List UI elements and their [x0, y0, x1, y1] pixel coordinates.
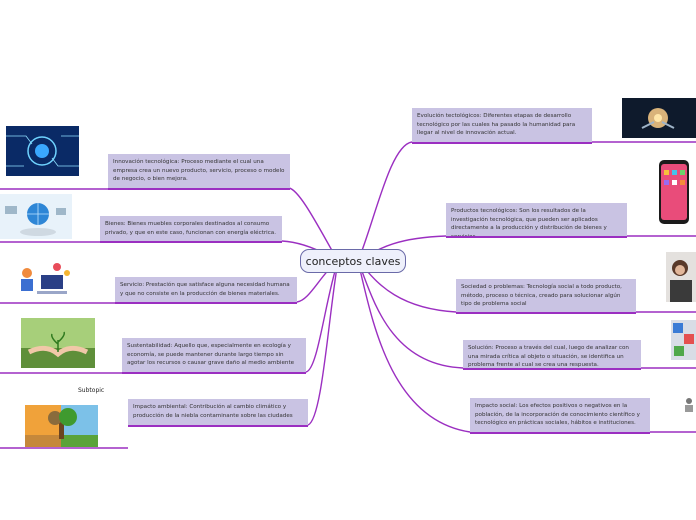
node-evolucion[interactable]: Evolución tectológicos: Diferentes etapa…	[412, 108, 592, 144]
node-bienes-text: Bienes: Bienes muebles corporales destin…	[105, 221, 277, 236]
solution-collage-image	[671, 320, 696, 360]
node-sociedad[interactable]: Sociedad o problemas: Tecnología social …	[456, 279, 636, 314]
node-solucion-text: Solución: Proceso a través del cual, lue…	[468, 345, 629, 369]
social-impact-image	[682, 395, 696, 417]
node-sustentabilidad-text: Sustentabilidad: Aquello que, especialme…	[127, 343, 295, 367]
node-innovacion-text: Innovación tecnológica: Proceso mediante…	[113, 159, 285, 183]
service-desk-image	[7, 259, 77, 301]
node-innovacion[interactable]: Innovación tecnológica: Proceso mediante…	[108, 154, 290, 190]
branch-sustentabilidad	[122, 260, 339, 373]
tech-circuit-image	[6, 126, 79, 176]
branch-productos	[357, 235, 696, 262]
branch-impacto-social	[357, 260, 696, 433]
node-impacto-ambiental[interactable]: Impacto ambiental: Contribución al cambi…	[128, 399, 308, 427]
climate-tree-image	[25, 405, 98, 447]
central-topic[interactable]: conceptos claves	[300, 249, 406, 273]
node-servicio-text: Servicio: Prestación que satisface algun…	[120, 282, 290, 297]
node-servicio[interactable]: Servicio: Prestación que satisface algun…	[115, 277, 297, 304]
branch-solucion	[357, 260, 696, 369]
node-sustentabilidad[interactable]: Sustentabilidad: Aquello que, especialme…	[122, 338, 306, 374]
node-productos[interactable]: Productos tecnológicos: Son los resultad…	[446, 203, 627, 240]
subtopic-label: Subtopic	[78, 387, 105, 394]
central-topic-label: conceptos claves	[305, 254, 401, 268]
stressed-person-image	[666, 252, 696, 302]
node-impacto-social-text: Impacto social: Los efectos positivos o …	[475, 403, 640, 427]
node-impacto-ambiental-text: Impacto ambiental: Contribución al cambi…	[133, 404, 293, 419]
branch-impacto-ambiental	[128, 260, 339, 426]
node-solucion[interactable]: Solución: Proceso a través del cual, lue…	[463, 340, 641, 370]
branch-evolucion	[357, 141, 696, 262]
smartphone-image	[655, 158, 696, 228]
globe-devices-image	[0, 194, 72, 239]
node-sociedad-text: Sociedad o problemas: Tecnología social …	[461, 284, 622, 308]
node-productos-text: Productos tecnológicos: Son los resultad…	[451, 208, 607, 240]
node-impacto-social[interactable]: Impacto social: Los efectos positivos o …	[470, 398, 650, 434]
node-evolucion-text: Evolución tectológicos: Diferentes etapa…	[417, 113, 576, 137]
robot-hand-image	[622, 98, 696, 138]
node-bienes[interactable]: Bienes: Bienes muebles corporales destin…	[100, 216, 282, 243]
hands-plant-image	[21, 318, 95, 368]
